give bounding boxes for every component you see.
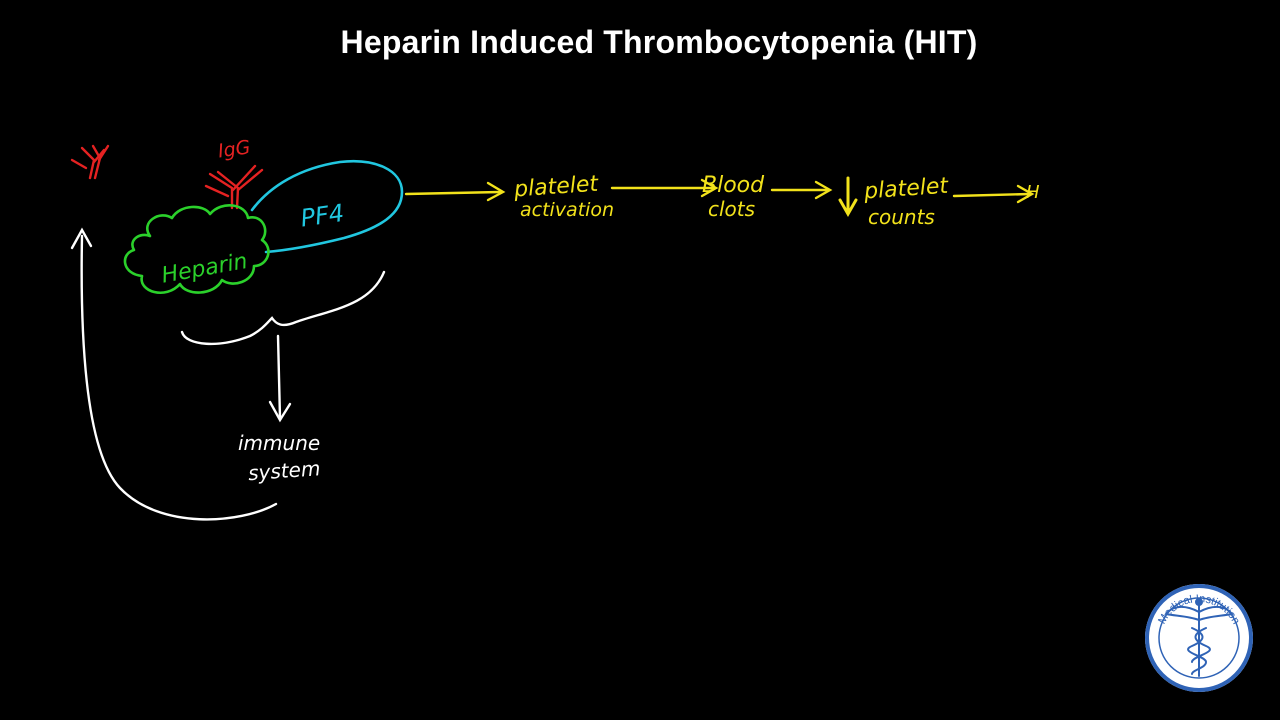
- complex-brace: [180, 270, 386, 346]
- flow-arrow-to-clots: [610, 178, 719, 198]
- flow-arrow-to-platelet-counts: [770, 180, 833, 200]
- trailing-mark: H: [1026, 182, 1040, 203]
- platelet-activation-line2: activation: [520, 199, 614, 221]
- feedback-loop-arrow: [70, 227, 278, 521]
- page-title: Heparin Induced Thrombocytopenia (HIT): [340, 24, 978, 60]
- flow-arrow-final: [952, 184, 1035, 204]
- arrow-to-immune-system: [268, 334, 292, 423]
- blood-clots-line1: Blood: [702, 173, 765, 198]
- igg-label: IgG: [217, 136, 252, 162]
- immune-label-line2: system: [247, 456, 321, 485]
- decrease-arrow-icon: [838, 176, 858, 218]
- free-antibody-icon: [70, 144, 110, 180]
- platelet-counts-line2: counts: [868, 205, 935, 229]
- flow-arrow-to-activation: [404, 181, 506, 202]
- platelet-counts-line1: platelet: [862, 174, 950, 205]
- medical-institution-logo: Medical Institution: [1145, 584, 1253, 692]
- immune-label-line1: immune: [238, 431, 320, 455]
- caduceus-icon: [1164, 598, 1234, 677]
- pf4-shape: [250, 159, 404, 254]
- igg-antibody-icon: [204, 164, 264, 210]
- blood-clots-line2: clots: [708, 197, 755, 221]
- pf4-label: PF4: [299, 199, 346, 233]
- platelet-activation-line1: platelet: [512, 172, 600, 203]
- heparin-shape: [123, 204, 270, 294]
